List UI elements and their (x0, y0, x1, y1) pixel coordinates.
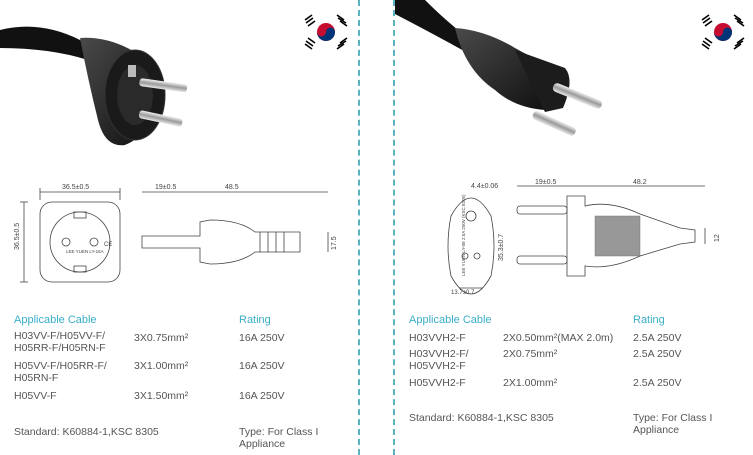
card-border-right (393, 0, 395, 455)
cable-table: H03VVH2-F 2X0.50mm²(MAX 2.0m) 2.5A 250V … (409, 330, 739, 400)
table-row-rating: 2.5A 250V (633, 348, 682, 360)
dim-diameter-text: 17.5 (331, 236, 338, 250)
col-rating-header: Rating (239, 314, 271, 326)
dim-prong-text: 19±0.5 (155, 184, 176, 191)
dim-height-text: 36.5±0.5 (14, 223, 21, 250)
table-row-rating: 2.5A 250V (633, 332, 682, 344)
dim-face-height-text: 35.3±0.7 (498, 234, 505, 261)
table-row-size: 3X1.00mm² (134, 360, 189, 372)
ce-mark-text: CE (104, 242, 112, 248)
europlug-photo (395, 0, 603, 136)
table-row-rating: 16A 250V (239, 360, 285, 372)
dim-total-text: 48.2 (633, 179, 647, 186)
schuko-plug-drawing: 36.5±0.5 36.5±0.5 19±0.5 48.5 17.5 LEE Y… (14, 184, 338, 283)
plug-marking-text: LEE YUEN LY-08 2.5A 250V (KSC 8305) (461, 194, 466, 276)
dim-width-text: 36.5±0.5 (62, 184, 89, 191)
type-text: Type: For Class I Appliance (633, 412, 713, 436)
korea-flag-icon (300, 14, 352, 50)
dim-prong-text: 19±0.5 (535, 179, 556, 186)
dim-hole-text: 4.4±0.06 (471, 183, 498, 190)
col-cable-header: Applicable Cable (14, 314, 97, 326)
product-card-right: 4.4±0.06 19±0.5 48.2 13.7±0.7 35.3±0.7 1… (395, 0, 753, 455)
table-row-size: 2X0.75mm² (503, 348, 558, 360)
table-row-cable: H05VVH2-F (409, 377, 466, 389)
col-rating-header: Rating (633, 314, 665, 326)
dim-diameter-text: 12 (714, 234, 721, 242)
table-row-cable: H03VVH2-F/ H05VVH2-F (409, 348, 469, 372)
table-row-size: 2X0.50mm²(MAX 2.0m) (503, 332, 614, 344)
table-row-cable: H05VV-F/H05RR-F/ H05RN-F (14, 360, 107, 384)
schuko-plug-photo (0, 26, 188, 146)
table-row-size: 2X1.00mm² (503, 377, 558, 389)
table-row-cable: H03VV-F/H05VV-F/ H05RR-F/H05RN-F (14, 330, 106, 354)
standard-text: Standard: K60884-1,KSC 8305 (14, 426, 159, 438)
europlug-drawing: 4.4±0.06 19±0.5 48.2 13.7±0.7 35.3±0.7 1… (447, 179, 721, 296)
table-row-size: 3X1.50mm² (134, 390, 189, 402)
table-row-rating: 16A 250V (239, 332, 285, 344)
standard-text: Standard: K60884-1,KSC 8305 (409, 412, 554, 424)
type-text: Type: For Class I Appliance (239, 426, 319, 450)
product-card-left: 36.5±0.5 36.5±0.5 19±0.5 48.5 17.5 LEE Y… (0, 0, 358, 455)
cable-table: H03VV-F/H05VV-F/ H05RR-F/H05RN-F 3X0.75m… (14, 330, 344, 410)
col-cable-header: Applicable Cable (409, 314, 492, 326)
card-border-left (358, 0, 360, 455)
table-row-size: 3X0.75mm² (134, 332, 189, 344)
table-row-cable: H03VVH2-F (409, 332, 466, 344)
table-row-rating: 2.5A 250V (633, 377, 682, 389)
dim-face-width-text: 13.7±0.7 (451, 290, 475, 296)
dim-total-text: 48.5 (225, 184, 239, 191)
table-row-rating: 16A 250V (239, 390, 285, 402)
plug-marking-text: LEE YUEN LY-16A (66, 249, 104, 254)
table-row-cable: H05VV-F (14, 390, 57, 402)
korea-flag-icon (697, 14, 749, 50)
